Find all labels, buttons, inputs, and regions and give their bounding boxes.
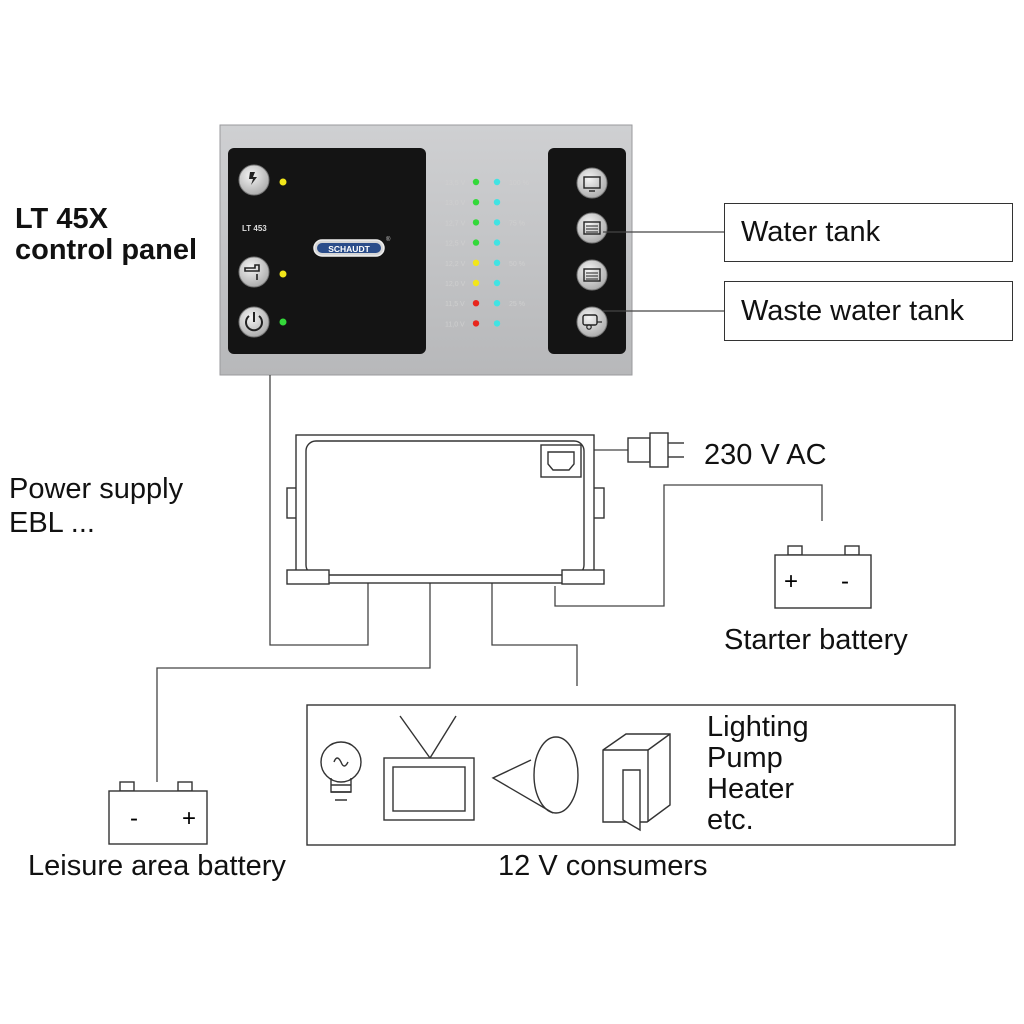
control-panel-subtitle: control panel [15, 234, 198, 266]
level-led [493, 300, 501, 307]
voltage-label: 11,5 V [445, 301, 465, 308]
svg-text:®: ® [386, 236, 391, 243]
starter-battery-right-terminal: - [841, 568, 849, 595]
voltage-label: 13,5 V [445, 180, 466, 187]
leisure-battery-left-terminal: - [130, 805, 138, 832]
pump-button[interactable] [238, 256, 270, 288]
voltage-label: 12,5 V [445, 241, 466, 248]
leisure-battery-right-terminal: + [182, 805, 196, 832]
consumers-label: 12 V consumers [498, 850, 708, 882]
percent-label: 50 % [509, 261, 525, 268]
light-bulb-icon [320, 741, 362, 801]
voltage-led [472, 279, 480, 287]
voltage-led [472, 199, 480, 206]
caravan-button[interactable] [576, 306, 608, 338]
consumers-wire [491, 583, 578, 686]
percent-label: 25 % [509, 301, 525, 308]
tv-icon [383, 715, 475, 821]
battery-display-button[interactable] [576, 167, 608, 199]
foot-left [286, 569, 330, 585]
battery-voltage-meter: 13,5 V 100 % 13,0 V 12,7 V 75 % 12,5 V 12,2 V 5… [445, 178, 529, 328]
level-led [493, 219, 501, 226]
heater-icon [491, 736, 579, 814]
starter-battery-left-terminal: + [784, 568, 798, 595]
status-led [279, 178, 287, 186]
status-led [279, 318, 287, 326]
voltage-label: 13,0 V [445, 200, 466, 207]
voltage-led [472, 239, 480, 246]
caravan-icon [576, 306, 608, 338]
pump-icon [602, 733, 671, 832]
wires [156, 231, 823, 782]
level-led [493, 320, 501, 327]
leisure-battery [108, 781, 208, 845]
starter-battery-label: Starter battery [724, 624, 908, 656]
voltage-led [472, 219, 480, 226]
ac-label: 230 V AC [704, 439, 827, 471]
level-led [493, 178, 501, 186]
power-button[interactable] [238, 306, 270, 338]
status-led [279, 270, 287, 278]
battery-display-icon [576, 167, 608, 199]
voltage-label: 12,2 V [445, 261, 466, 268]
level-led [493, 279, 501, 287]
water-tank-text: Water tank [741, 216, 881, 248]
waste-tank-icon [576, 259, 608, 291]
leisure-battery-label: Leisure area battery [28, 850, 286, 882]
voltage-label: 11,0 V [445, 321, 465, 328]
voltage-label: 12,0 V [445, 281, 466, 288]
battery-select-button[interactable] [238, 164, 270, 196]
consumer-item: etc. [707, 804, 754, 836]
consumer-item: Lighting [707, 711, 809, 743]
svg-text:SCHAUDT: SCHAUDT [328, 244, 370, 254]
water-tank-button[interactable] [576, 212, 608, 244]
ac-inlet-icon [547, 451, 575, 471]
water-tank-icon [576, 212, 608, 244]
panel-right-glass [548, 148, 626, 354]
leisure-battery-wire [156, 583, 431, 782]
pump-tap-icon [238, 256, 270, 288]
ebl-front [305, 440, 585, 576]
model-label: LT 453 [242, 224, 267, 233]
level-led [493, 239, 501, 246]
voltage-led [472, 178, 480, 186]
waste-water-tank-label: Waste water tank [724, 281, 1013, 341]
consumer-item: Heater [707, 773, 795, 805]
starter-battery [774, 545, 872, 609]
foot-right [561, 569, 605, 585]
power-supply-label: Power supply [9, 473, 184, 505]
power-supply-unit [286, 434, 605, 585]
water-tank-label: Water tank [724, 203, 1013, 262]
starter-battery-wire [554, 484, 823, 607]
panel-to-ebl-wire [269, 375, 369, 646]
consumer-item: Pump [707, 742, 783, 774]
voltage-led [472, 259, 480, 266]
ac-plug-icon [627, 432, 684, 468]
waste-tank-button[interactable] [576, 259, 608, 291]
brand-logo: SCHAUDT ® [313, 236, 391, 257]
level-led [493, 259, 501, 266]
percent-label: 100 % [509, 180, 529, 187]
level-led [493, 199, 501, 206]
waste-water-tank-text: Waste water tank [741, 294, 964, 327]
voltage-led [472, 320, 480, 327]
power-supply-model-label: EBL ... [9, 507, 95, 539]
control-panel: LT 453 SCHAUDT ® 13,5 V 100 % 13,0 V 12,7 V… [219, 124, 633, 376]
voltage-label: 12,7 V [445, 220, 466, 227]
control-panel-title: LT 45X [15, 203, 108, 235]
percent-label: 75 % [509, 220, 525, 227]
voltage-led [472, 300, 480, 307]
